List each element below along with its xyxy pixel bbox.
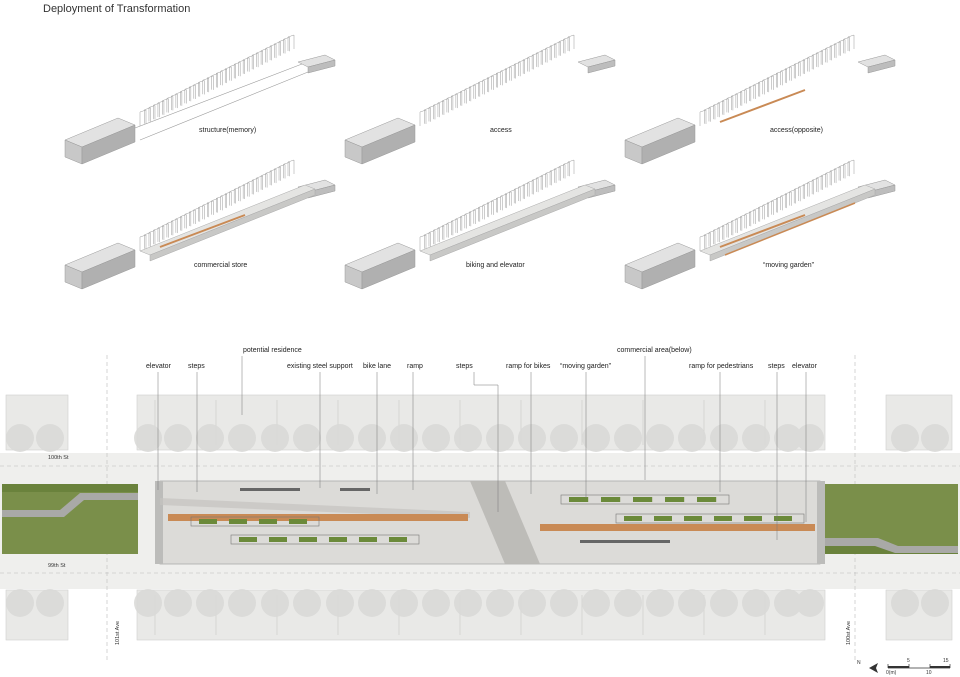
scale-ten: 10: [926, 670, 932, 676]
scale-five: 5: [907, 658, 910, 664]
axo-diagram-5: [344, 159, 616, 290]
page-title: Deployment of Transformation: [43, 3, 191, 15]
axo-diagram-1: [139, 34, 295, 126]
label-moving-garden: “moving garden”: [560, 363, 611, 370]
label-elevator-right: elevator: [792, 363, 817, 370]
label-steps-right: steps: [768, 363, 785, 370]
label-existing-steel-support: existing steel support: [287, 363, 353, 370]
diagram-caption-5: biking and elevator: [466, 262, 525, 269]
axo-diagram-3: [624, 34, 896, 165]
scale-fifteen: 15: [943, 658, 949, 664]
label-steps-mid: steps: [456, 363, 473, 370]
label-steps-left: steps: [188, 363, 205, 370]
label-elevator-left: elevator: [146, 363, 171, 370]
scale-zero: 0(m): [886, 670, 897, 676]
wood-deck-west: [168, 514, 468, 521]
label-ramp-for-pedestrians: ramp for pedestrians: [689, 363, 754, 370]
north-arrow-icon: [869, 663, 878, 673]
north-label: N: [857, 660, 861, 666]
diagram-caption-4: commercial store: [194, 262, 248, 269]
axo-diagram-2: [344, 34, 616, 165]
diagram-structure: [64, 54, 336, 165]
diagram-caption-3: access(opposite): [770, 127, 823, 134]
axo-diagram-4: [64, 159, 336, 290]
diagram-caption-1: structure(memory): [199, 127, 257, 134]
wood-deck-east: [540, 524, 815, 531]
axo-diagram-6: [624, 159, 896, 290]
label-ramp: ramp: [407, 363, 423, 370]
street-label-100th: 100th St: [48, 455, 69, 461]
label-potential-residence: potential residence: [243, 347, 302, 354]
street-label-99th: 99th St: [48, 563, 66, 569]
label-commercial-area: commercial area(below): [617, 347, 692, 354]
label-ramp-for-bikes: ramp for bikes: [506, 363, 551, 370]
label-bike-lane: bike lane: [363, 363, 392, 370]
diagram-caption-6: “moving garden”: [763, 262, 814, 269]
diagram-caption-2: access: [490, 127, 512, 134]
